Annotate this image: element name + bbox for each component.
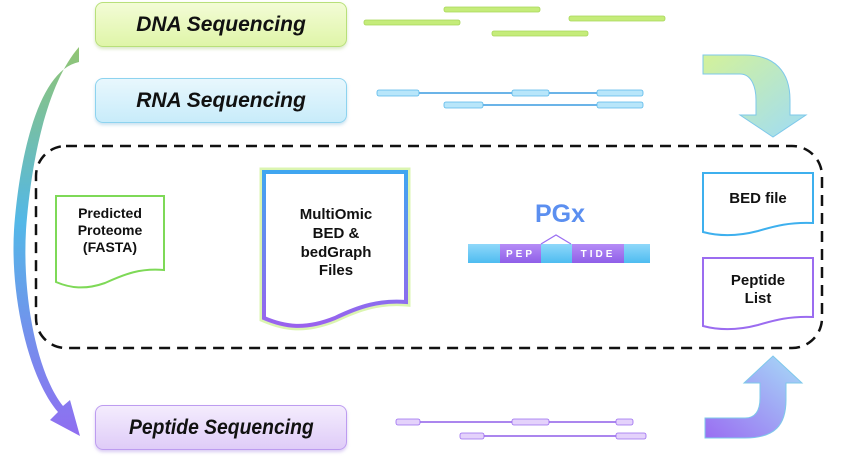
pgx-peptide-bar	[468, 234, 650, 263]
dna-read	[491, 30, 589, 37]
rna-exon	[511, 89, 550, 97]
rna-sequencing-box: RNA Sequencing	[95, 78, 347, 123]
bottom-bent-arrow	[704, 355, 804, 439]
rna-reads	[376, 89, 644, 109]
rna-sequencing-label: RNA Sequencing	[136, 88, 306, 112]
peptide-sequencing-box: Peptide Sequencing	[95, 405, 347, 450]
multiomic-doc	[259, 167, 411, 331]
rna-exon	[443, 101, 484, 109]
dna-reads	[363, 6, 666, 37]
peptide-sequencing-label: Peptide Sequencing	[128, 415, 314, 439]
peptide-segment	[395, 418, 421, 426]
tide-segment	[572, 244, 624, 263]
pep-label: PEP	[505, 249, 535, 260]
predicted-proteome-label: Predicted Proteome (FASTA)	[77, 205, 143, 256]
pep-segment	[500, 244, 541, 263]
splice-junction	[540, 234, 572, 245]
dna-sequencing-box: DNA Sequencing	[95, 2, 347, 47]
tide-label: TIDE	[580, 249, 616, 260]
peptide-segment	[615, 418, 634, 426]
rna-exon	[376, 89, 420, 97]
dna-sequencing-label: DNA Sequencing	[136, 12, 306, 36]
pgx-title: PGx	[534, 200, 586, 228]
peptide-list-doc	[702, 257, 814, 331]
bed-file-label: BED file	[729, 190, 787, 207]
dna-read	[568, 15, 666, 22]
dna-read	[443, 6, 541, 13]
peptide-segment	[615, 432, 647, 440]
peptide-segment	[459, 432, 485, 440]
multiomic-label: MultiOmic BED & bedGraph Files	[299, 206, 373, 280]
rna-exon	[596, 89, 644, 97]
bed-file-doc	[702, 172, 814, 237]
predicted-proteome-doc	[55, 195, 165, 289]
peptide-list-label: Peptide List	[730, 272, 786, 308]
dna-read	[363, 19, 461, 26]
top-bent-arrow	[702, 54, 808, 138]
peptide-reads	[395, 418, 647, 440]
pipeline-container	[34, 144, 824, 350]
left-curved-arrow	[13, 47, 80, 436]
peptide-segment	[511, 418, 550, 426]
rna-exon	[596, 101, 644, 109]
